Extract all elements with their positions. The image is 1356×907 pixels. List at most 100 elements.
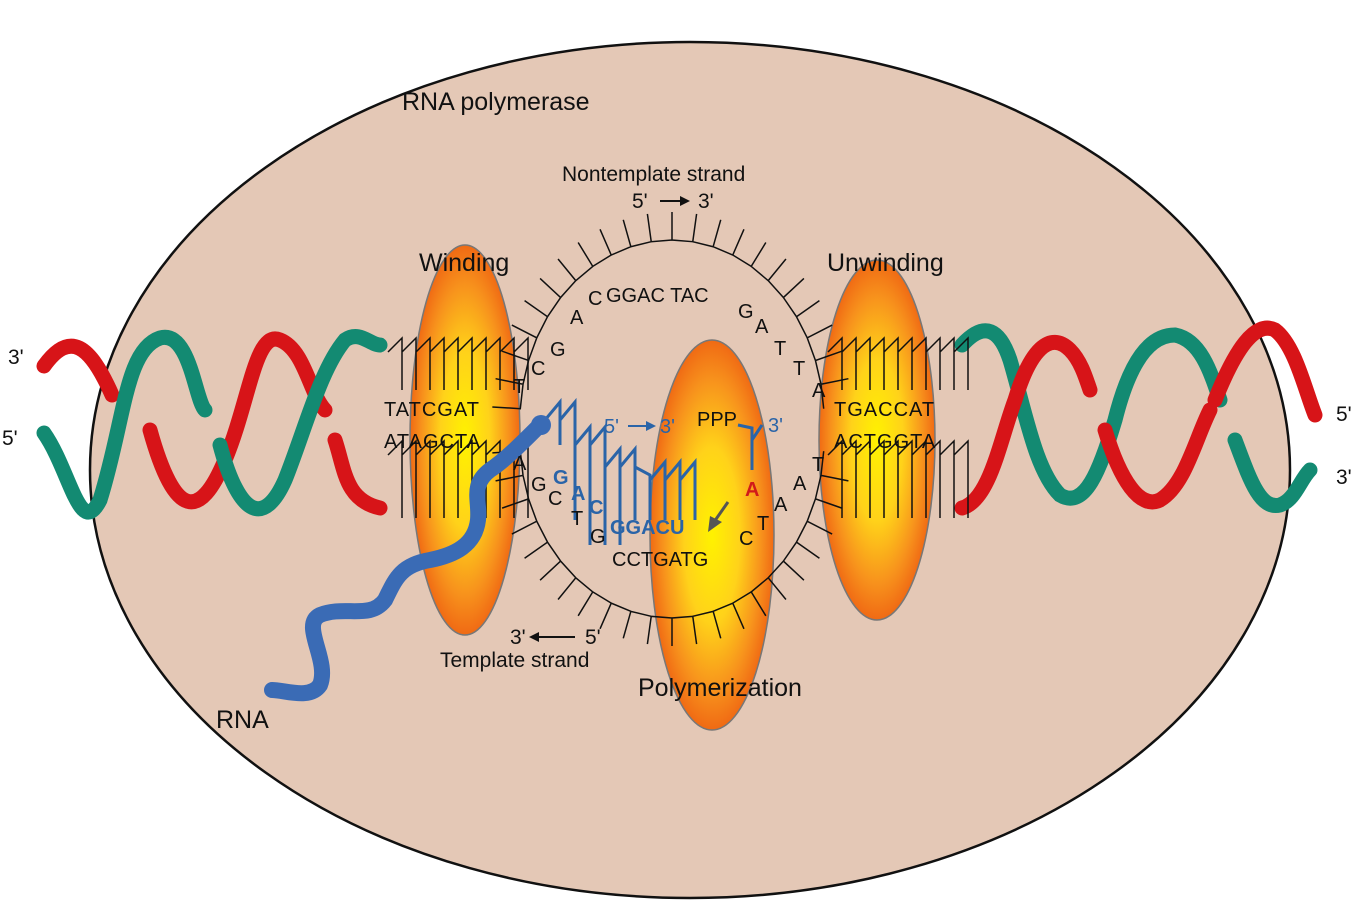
right-helix [954, 320, 1323, 516]
left-bottom-base: A [384, 431, 398, 453]
right-bottom-base: A [834, 431, 848, 453]
bottomLeftArc-base: C [548, 488, 562, 510]
rnaArc-base: G [553, 467, 569, 489]
topRightArc-base: G [738, 301, 754, 323]
right-helix-green-strand [954, 323, 1228, 506]
nontemplate-strand-label: Nontemplate strand [562, 163, 745, 186]
left-top-base: T [467, 399, 480, 421]
right-top-base: A [864, 399, 878, 421]
topRightArc-base: T [793, 358, 805, 380]
right-helix-red-strand [954, 334, 1098, 516]
triphosphate-label: PPP [697, 409, 737, 431]
bottomLeftArc-base: G [590, 526, 606, 548]
left-bottom-base: T [455, 431, 467, 453]
bottomLeftArc-base: T [571, 508, 583, 530]
rna-arc-bases: GAC [553, 467, 603, 519]
template-middle-sequence: CCTGATG [612, 549, 708, 571]
bottomRightArc-base: T [812, 454, 824, 476]
left-helix-green-strand [36, 330, 213, 520]
template-3prime: 3' [510, 626, 526, 649]
rna-5prime-label: 5' [604, 416, 619, 438]
left-top-base: A [396, 399, 410, 421]
topLeftArc-base: T [513, 376, 525, 398]
left-helix [36, 329, 388, 520]
winding-label: Winding [419, 249, 509, 277]
topLeftArc-base: C [588, 288, 602, 310]
polymerization-arrow [708, 501, 730, 532]
left-bottom-base: C [440, 431, 455, 453]
nontemplate-direction-arrow [660, 196, 690, 206]
nontemplate-3prime: 3' [698, 190, 714, 213]
right-top-base: A [909, 399, 923, 421]
left-top-base: A [454, 399, 468, 421]
incoming-nucleotide: A [745, 479, 759, 501]
rna-transcript [264, 417, 548, 702]
right-bottom-base: G [894, 431, 911, 453]
left-helix-red-strand-3 [327, 432, 388, 516]
left-bottom-end-label: 5' [2, 427, 18, 450]
rna-sequence: GGACU [610, 517, 684, 539]
rna-3prime-direction-label: 3' [660, 416, 675, 438]
rna-5prime-cap [531, 415, 551, 435]
enzyme-label: RNA polymerase [402, 88, 590, 116]
topRightArc-base: A [755, 316, 769, 338]
right-helix-red-strand-2 [1097, 402, 1218, 510]
right-bottom-base: C [848, 431, 863, 453]
polymerization-site [649, 339, 775, 731]
right-helix-green-strand-2 [1227, 432, 1318, 513]
right-top-sequence: TGACCAT [834, 399, 935, 421]
left-duplex-ladder [387, 336, 529, 518]
incoming-nucleotide-bond [737, 423, 764, 470]
left-helix-red-strand-2 [142, 331, 333, 510]
rnaArc-base: A [571, 483, 585, 505]
left-top-base: G [437, 399, 454, 421]
topLeftArc-base: C [531, 358, 545, 380]
left-bottom-sequence: ATAGCTA [384, 431, 481, 453]
right-bottom-end-label: 3' [1336, 466, 1352, 489]
rna-label: RNA [216, 706, 269, 734]
bottomRightArc-base: A [774, 494, 788, 516]
rna-dna-hybrid [543, 397, 764, 545]
left-bottom-base: T [397, 431, 409, 453]
rna-3prime-end-label: 3' [768, 415, 783, 437]
right-top-base: C [894, 399, 909, 421]
polymerization-label: Polymerization [638, 674, 802, 702]
topRightArc-base: A [812, 380, 826, 402]
right-bottom-base: T [864, 431, 877, 453]
left-top-end-label: 3' [8, 346, 24, 369]
nontemplate-strand-backbone [492, 212, 849, 410]
right-helix-red-strand-3 [1207, 320, 1323, 423]
left-bottom-base: G [423, 431, 440, 453]
bottomRightArc-base: C [739, 528, 753, 550]
rna-direction-arrow [628, 421, 656, 431]
right-top-end-label: 5' [1336, 403, 1352, 426]
bottomLeftArc-base: A [513, 453, 527, 475]
template-strand-label: Template strand [440, 649, 589, 672]
rnaArc-base: C [589, 497, 603, 519]
template-5prime: 5' [585, 626, 601, 649]
unwinding-site [818, 259, 936, 621]
topLeftArc-base: A [570, 307, 584, 329]
right-top-base: G [847, 399, 864, 421]
left-top-base: T [409, 399, 422, 421]
nontemplate-middle-sequence: GGAC TAC [606, 285, 709, 307]
topLeftArc-base: G [550, 339, 566, 361]
right-duplex-ladder [827, 336, 969, 518]
right-bottom-base: A [922, 431, 936, 453]
bottomRightArc-base: T [757, 513, 769, 535]
right-bottom-sequence: ACTGGTA [834, 431, 936, 453]
left-helix-red-strand [36, 338, 120, 403]
left-bottom-base: A [467, 431, 481, 453]
left-top-base: T [384, 399, 396, 421]
left-top-base: C [422, 399, 437, 421]
bottomRightArc-base: A [793, 473, 807, 495]
right-bottom-base: G [877, 431, 894, 453]
left-top-sequence: TATCGAT [384, 399, 480, 421]
unwinding-label: Unwinding [827, 249, 944, 277]
